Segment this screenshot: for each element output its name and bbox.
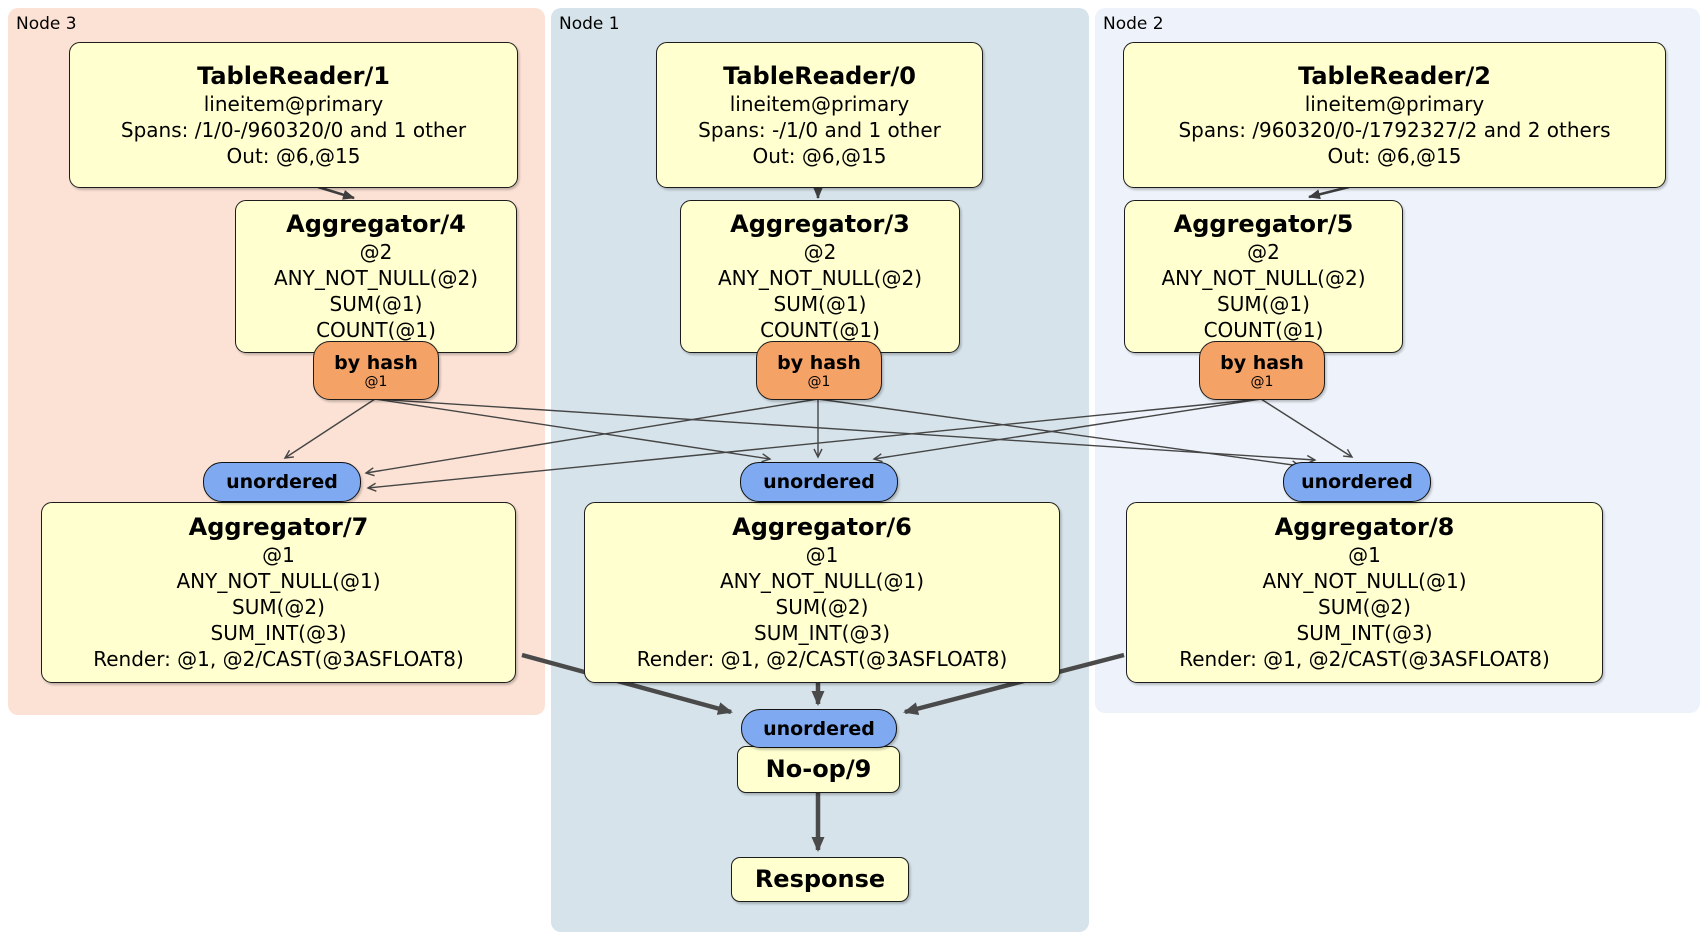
node3-label: Node 3 [16, 14, 77, 34]
processor-line: SUM(@2) [232, 595, 325, 619]
processor-line: @2 [803, 240, 837, 264]
processor-line: Render: @1, @2/CAST(@3ASFLOAT8) [636, 647, 1008, 671]
aggregator-7-box: Aggregator/7 @1 ANY_NOT_NULL(@1) SUM(@2)… [41, 502, 516, 683]
processor-line: SUM_INT(@3) [210, 621, 347, 645]
response-box: Response [731, 857, 909, 902]
processor-title: TableReader/2 [1298, 61, 1491, 90]
processor-title: Aggregator/3 [730, 210, 910, 238]
processor-line: @2 [359, 240, 393, 264]
processor-line: Out: @6,@15 [226, 143, 361, 168]
processor-line: COUNT(@1) [1203, 318, 1324, 342]
processor-title: TableReader/1 [197, 61, 390, 90]
tablereader-0-box: TableReader/0 lineitem@primary Spans: -/… [656, 42, 983, 188]
aggregator-4-box: Aggregator/4 @2 ANY_NOT_NULL(@2) SUM(@1)… [235, 200, 517, 353]
processor-line: lineitem@primary [729, 91, 910, 116]
processor-title: Aggregator/8 [1274, 513, 1455, 541]
aggregator-8-box: Aggregator/8 @1 ANY_NOT_NULL(@1) SUM(@2)… [1126, 502, 1603, 683]
processor-line: ANY_NOT_NULL(@1) [720, 569, 924, 593]
processor-title: Aggregator/7 [188, 513, 369, 541]
unordered-sync-right: unordered [1283, 462, 1431, 502]
processor-line: @2 [1247, 240, 1280, 264]
processor-line: SUM(@1) [773, 292, 867, 316]
processor-title: Aggregator/5 [1173, 210, 1354, 238]
noop-9-box: No-op/9 [737, 746, 900, 793]
processor-line: SUM(@1) [1217, 292, 1310, 316]
unordered-sync-bottom: unordered [741, 709, 897, 748]
router-detail: @1 [364, 373, 388, 390]
processor-title: Response [754, 865, 886, 893]
processor-line: SUM_INT(@3) [1296, 621, 1433, 645]
processor-line: Render: @1, @2/CAST(@3ASFLOAT8) [93, 647, 464, 671]
processor-line: SUM(@1) [329, 292, 423, 316]
processor-line: ANY_NOT_NULL(@1) [1262, 569, 1467, 593]
tablereader-1-box: TableReader/1 lineitem@primary Spans: /1… [69, 42, 518, 188]
processor-line: SUM(@2) [1318, 595, 1411, 619]
processor-title: No-op/9 [765, 755, 872, 783]
router-detail: @1 [1250, 373, 1274, 390]
node2-label: Node 2 [1103, 14, 1164, 34]
processor-line: ANY_NOT_NULL(@2) [1161, 266, 1366, 290]
processor-line: ANY_NOT_NULL(@1) [176, 569, 381, 593]
unordered-sync-center: unordered [740, 462, 898, 502]
processor-line: COUNT(@1) [760, 318, 880, 342]
processor-title: Aggregator/6 [732, 513, 912, 541]
router-label: by hash [1220, 351, 1304, 374]
router-label: by hash [777, 351, 861, 374]
processor-line: ANY_NOT_NULL(@2) [274, 266, 478, 290]
hash-router-left: by hash @1 [313, 341, 439, 400]
unordered-sync-left: unordered [203, 462, 361, 502]
aggregator-5-box: Aggregator/5 @2 ANY_NOT_NULL(@2) SUM(@1)… [1124, 200, 1403, 353]
hash-router-right: by hash @1 [1199, 341, 1325, 400]
processor-line: Out: @6,@15 [752, 143, 887, 168]
tablereader-2-box: TableReader/2 lineitem@primary Spans: /9… [1123, 42, 1666, 188]
hash-router-center: by hash @1 [756, 341, 882, 400]
processor-title: Aggregator/4 [286, 210, 466, 238]
router-label: by hash [334, 351, 418, 374]
processor-title: TableReader/0 [723, 61, 916, 90]
aggregator-6-box: Aggregator/6 @1 ANY_NOT_NULL(@1) SUM(@2)… [584, 502, 1060, 683]
processor-line: lineitem@primary [203, 91, 384, 116]
processor-line: lineitem@primary [1304, 91, 1485, 116]
processor-line: @1 [805, 543, 839, 567]
processor-line: SUM(@2) [775, 595, 869, 619]
processor-line: Spans: -/1/0 and 1 other [698, 117, 941, 142]
processor-line: ANY_NOT_NULL(@2) [718, 266, 922, 290]
processor-line: Out: @6,@15 [1327, 143, 1462, 168]
router-detail: @1 [807, 373, 831, 390]
processor-line: Render: @1, @2/CAST(@3ASFLOAT8) [1179, 647, 1550, 671]
node1-label: Node 1 [559, 14, 620, 34]
processor-line: SUM_INT(@3) [754, 621, 890, 645]
processor-line: Spans: /1/0-/960320/0 and 1 other [120, 117, 467, 142]
processor-line: @1 [262, 543, 295, 567]
processor-line: COUNT(@1) [316, 318, 436, 342]
aggregator-3-box: Aggregator/3 @2 ANY_NOT_NULL(@2) SUM(@1)… [680, 200, 960, 353]
processor-line: Spans: /960320/0-/1792327/2 and 2 others [1178, 117, 1611, 142]
processor-line: @1 [1348, 543, 1381, 567]
